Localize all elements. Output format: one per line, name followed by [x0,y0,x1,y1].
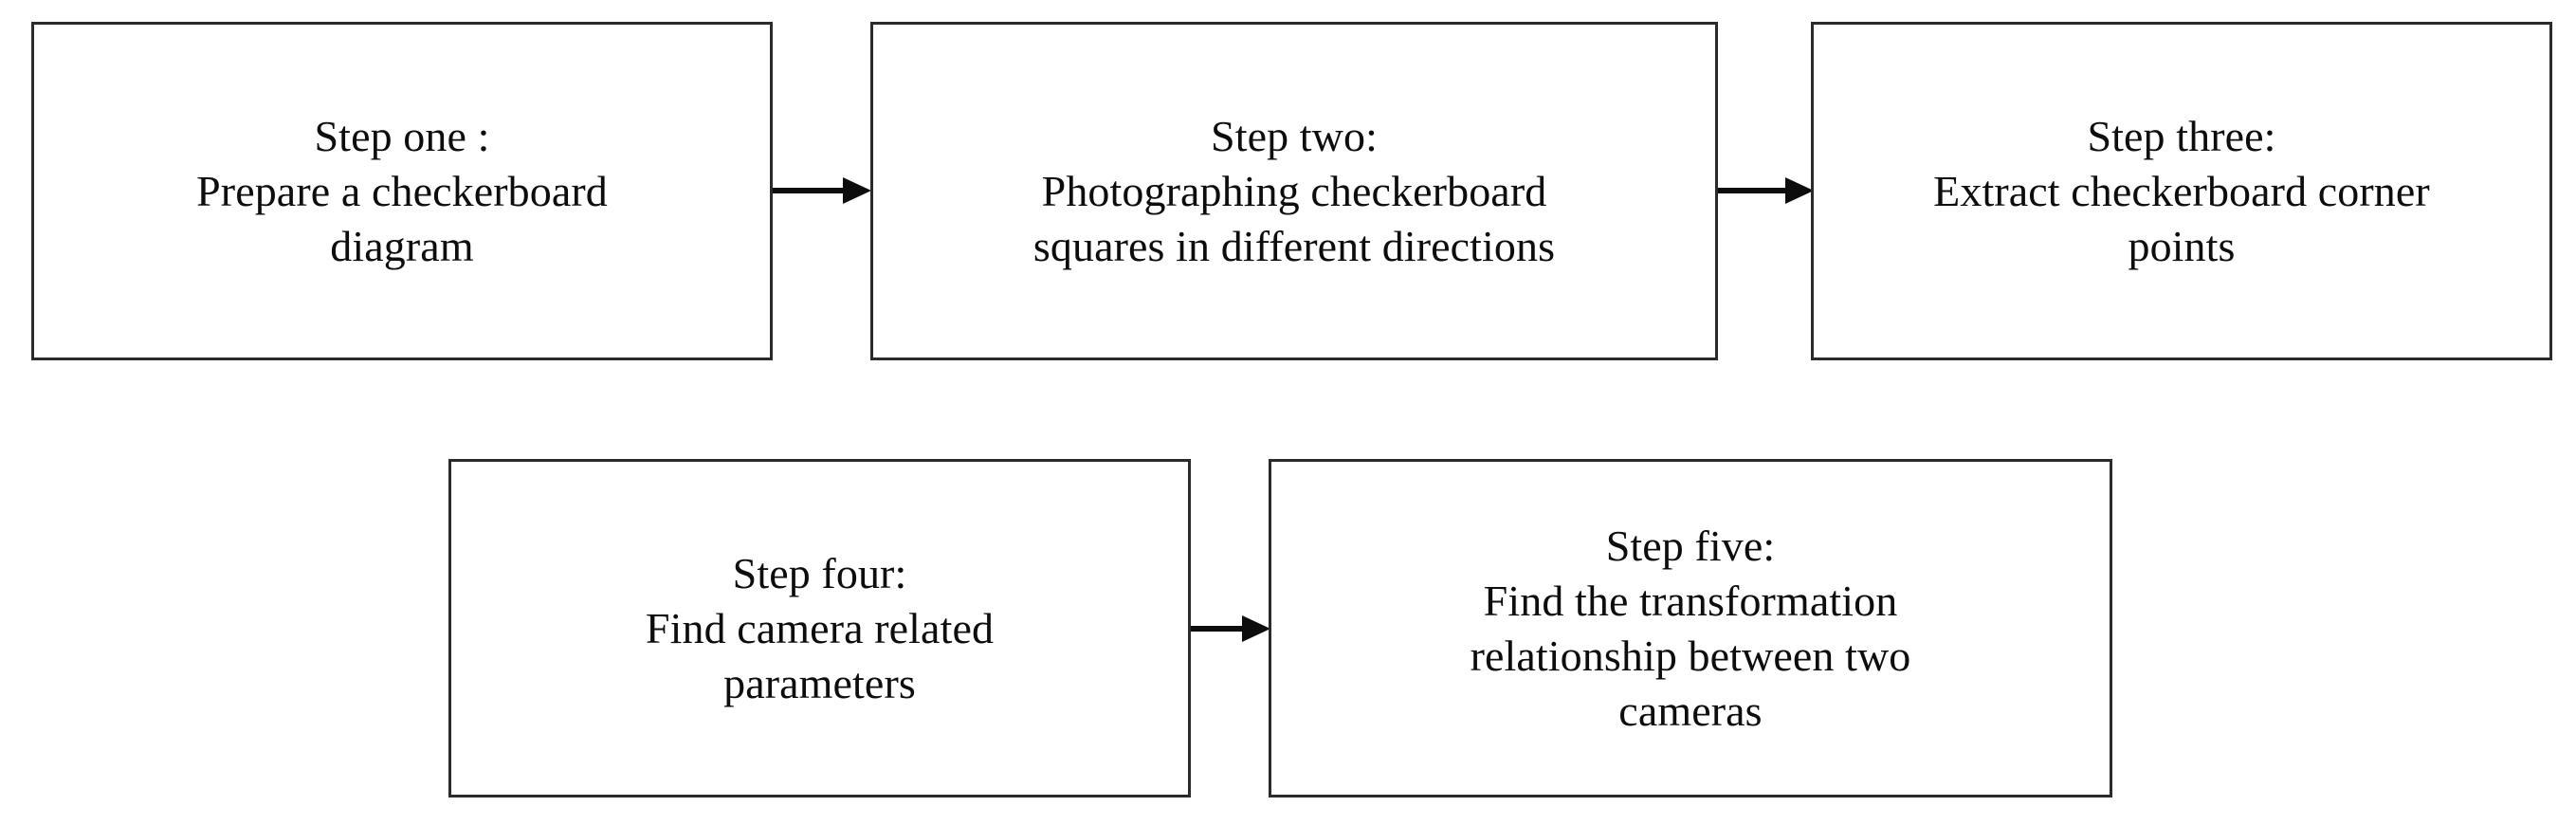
flow-node-step-three[interactable]: Step three: Extract checkerboard corner … [1811,22,2552,360]
arrow-step-two-to-step-three [1718,176,1814,205]
arrow-step-four-to-step-five [1191,614,1270,643]
arrow-shaft-icon [1191,626,1244,632]
arrow-shaft-icon [1718,188,1787,193]
flow-node-step-five-label: Step five: Find the transformation relat… [1470,521,1911,735]
flow-node-step-one[interactable]: Step one : Prepare a checkerboard diagra… [31,22,773,360]
flow-node-step-two-label: Step two: Photographing checkerboard squ… [1032,111,1556,270]
arrow-head-icon [1785,177,1814,204]
arrow-step-one-to-step-two [773,176,871,205]
flow-node-step-two[interactable]: Step two: Photographing checkerboard squ… [870,22,1718,360]
flow-node-step-four-label: Step four: Find camera related parameter… [645,548,995,707]
arrow-shaft-icon [773,188,845,193]
arrow-head-icon [843,177,871,204]
flow-node-step-five[interactable]: Step five: Find the transformation relat… [1269,459,2112,798]
flow-node-step-four[interactable]: Step four: Find camera related parameter… [448,459,1191,798]
arrow-head-icon [1242,615,1270,642]
flow-node-step-three-label: Step three: Extract checkerboard corner … [1933,111,2430,270]
flow-node-step-one-label: Step one : Prepare a checkerboard diagra… [196,111,608,270]
